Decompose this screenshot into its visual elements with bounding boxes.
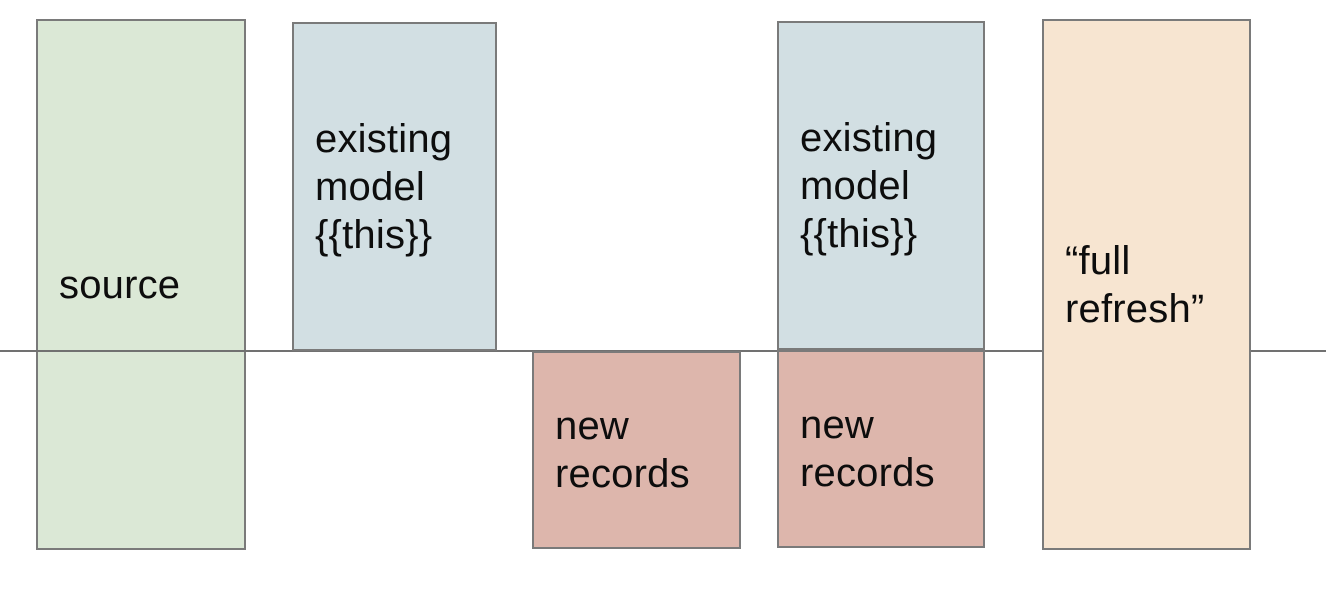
- new-records-box-2: new records: [777, 350, 985, 548]
- new-records-box-1: new records: [532, 351, 741, 549]
- existing-model-box-2-label: existing model {{this}}: [800, 115, 938, 256]
- existing-model-box-2: existing model {{this}}: [777, 21, 985, 350]
- full-refresh-box: “full refresh”: [1042, 19, 1251, 550]
- existing-model-box-1: existing model {{this}}: [292, 22, 497, 351]
- existing-model-box-1-label: existing model {{this}}: [315, 116, 453, 257]
- source-box: source: [36, 19, 246, 550]
- new-records-box-1-label: new records: [555, 404, 690, 496]
- source-box-label: source: [59, 262, 181, 307]
- full-refresh-box-label: “full refresh”: [1065, 238, 1205, 331]
- new-records-box-2-label: new records: [800, 403, 935, 495]
